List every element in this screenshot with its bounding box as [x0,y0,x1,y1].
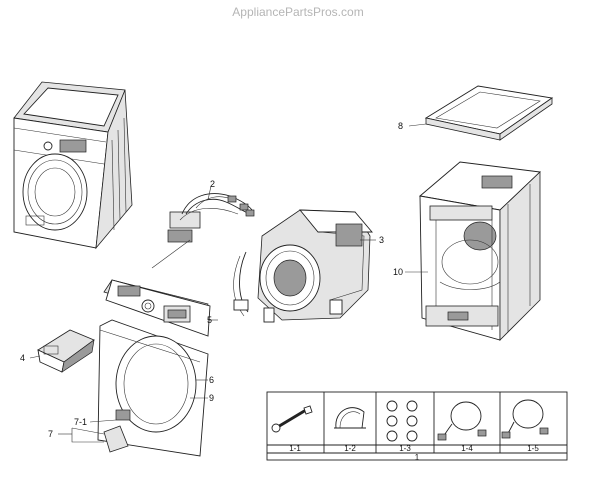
callout-2: 2 [210,179,215,189]
accessory-label-1-4: 1-4 [461,444,473,453]
front-panel [97,319,209,457]
filter-cover [58,409,131,453]
accessory-table: 1-1 1-2 1-3 1-4 1-5 1 [266,391,568,462]
callout-5: 5 [207,315,212,325]
control-panel [103,239,218,337]
accessory-group-label: 1 [415,453,420,462]
watermark: AppliancePartsPros.com [232,5,363,19]
accessory-label-1-1: 1-1 [289,444,301,453]
leg-caps-icon [386,400,418,442]
callout-7-1: 7-1 [74,417,87,427]
callout-4: 4 [20,353,25,363]
water-hose-icon [437,401,487,441]
water-hose-icon-2 [501,399,549,439]
detergent-drawer [29,329,95,373]
hose-guide-icon [334,407,366,429]
callout-9: 9 [209,393,214,403]
tub-assembly [233,209,376,323]
callout-3: 3 [379,235,384,245]
callout-8: 8 [398,121,403,131]
accessory-label-1-3: 1-3 [399,444,411,453]
callout-10: 10 [393,267,403,277]
callout-7: 7 [48,429,53,439]
wrench-icon [271,405,313,433]
wire-harness [167,185,255,243]
washer-overview-icon [13,81,133,250]
top-cover [408,85,554,141]
accessory-label-1-5: 1-5 [527,444,539,453]
callout-6: 6 [209,375,214,385]
accessory-label-1-2: 1-2 [344,444,356,453]
cabinet-frame [405,161,541,341]
